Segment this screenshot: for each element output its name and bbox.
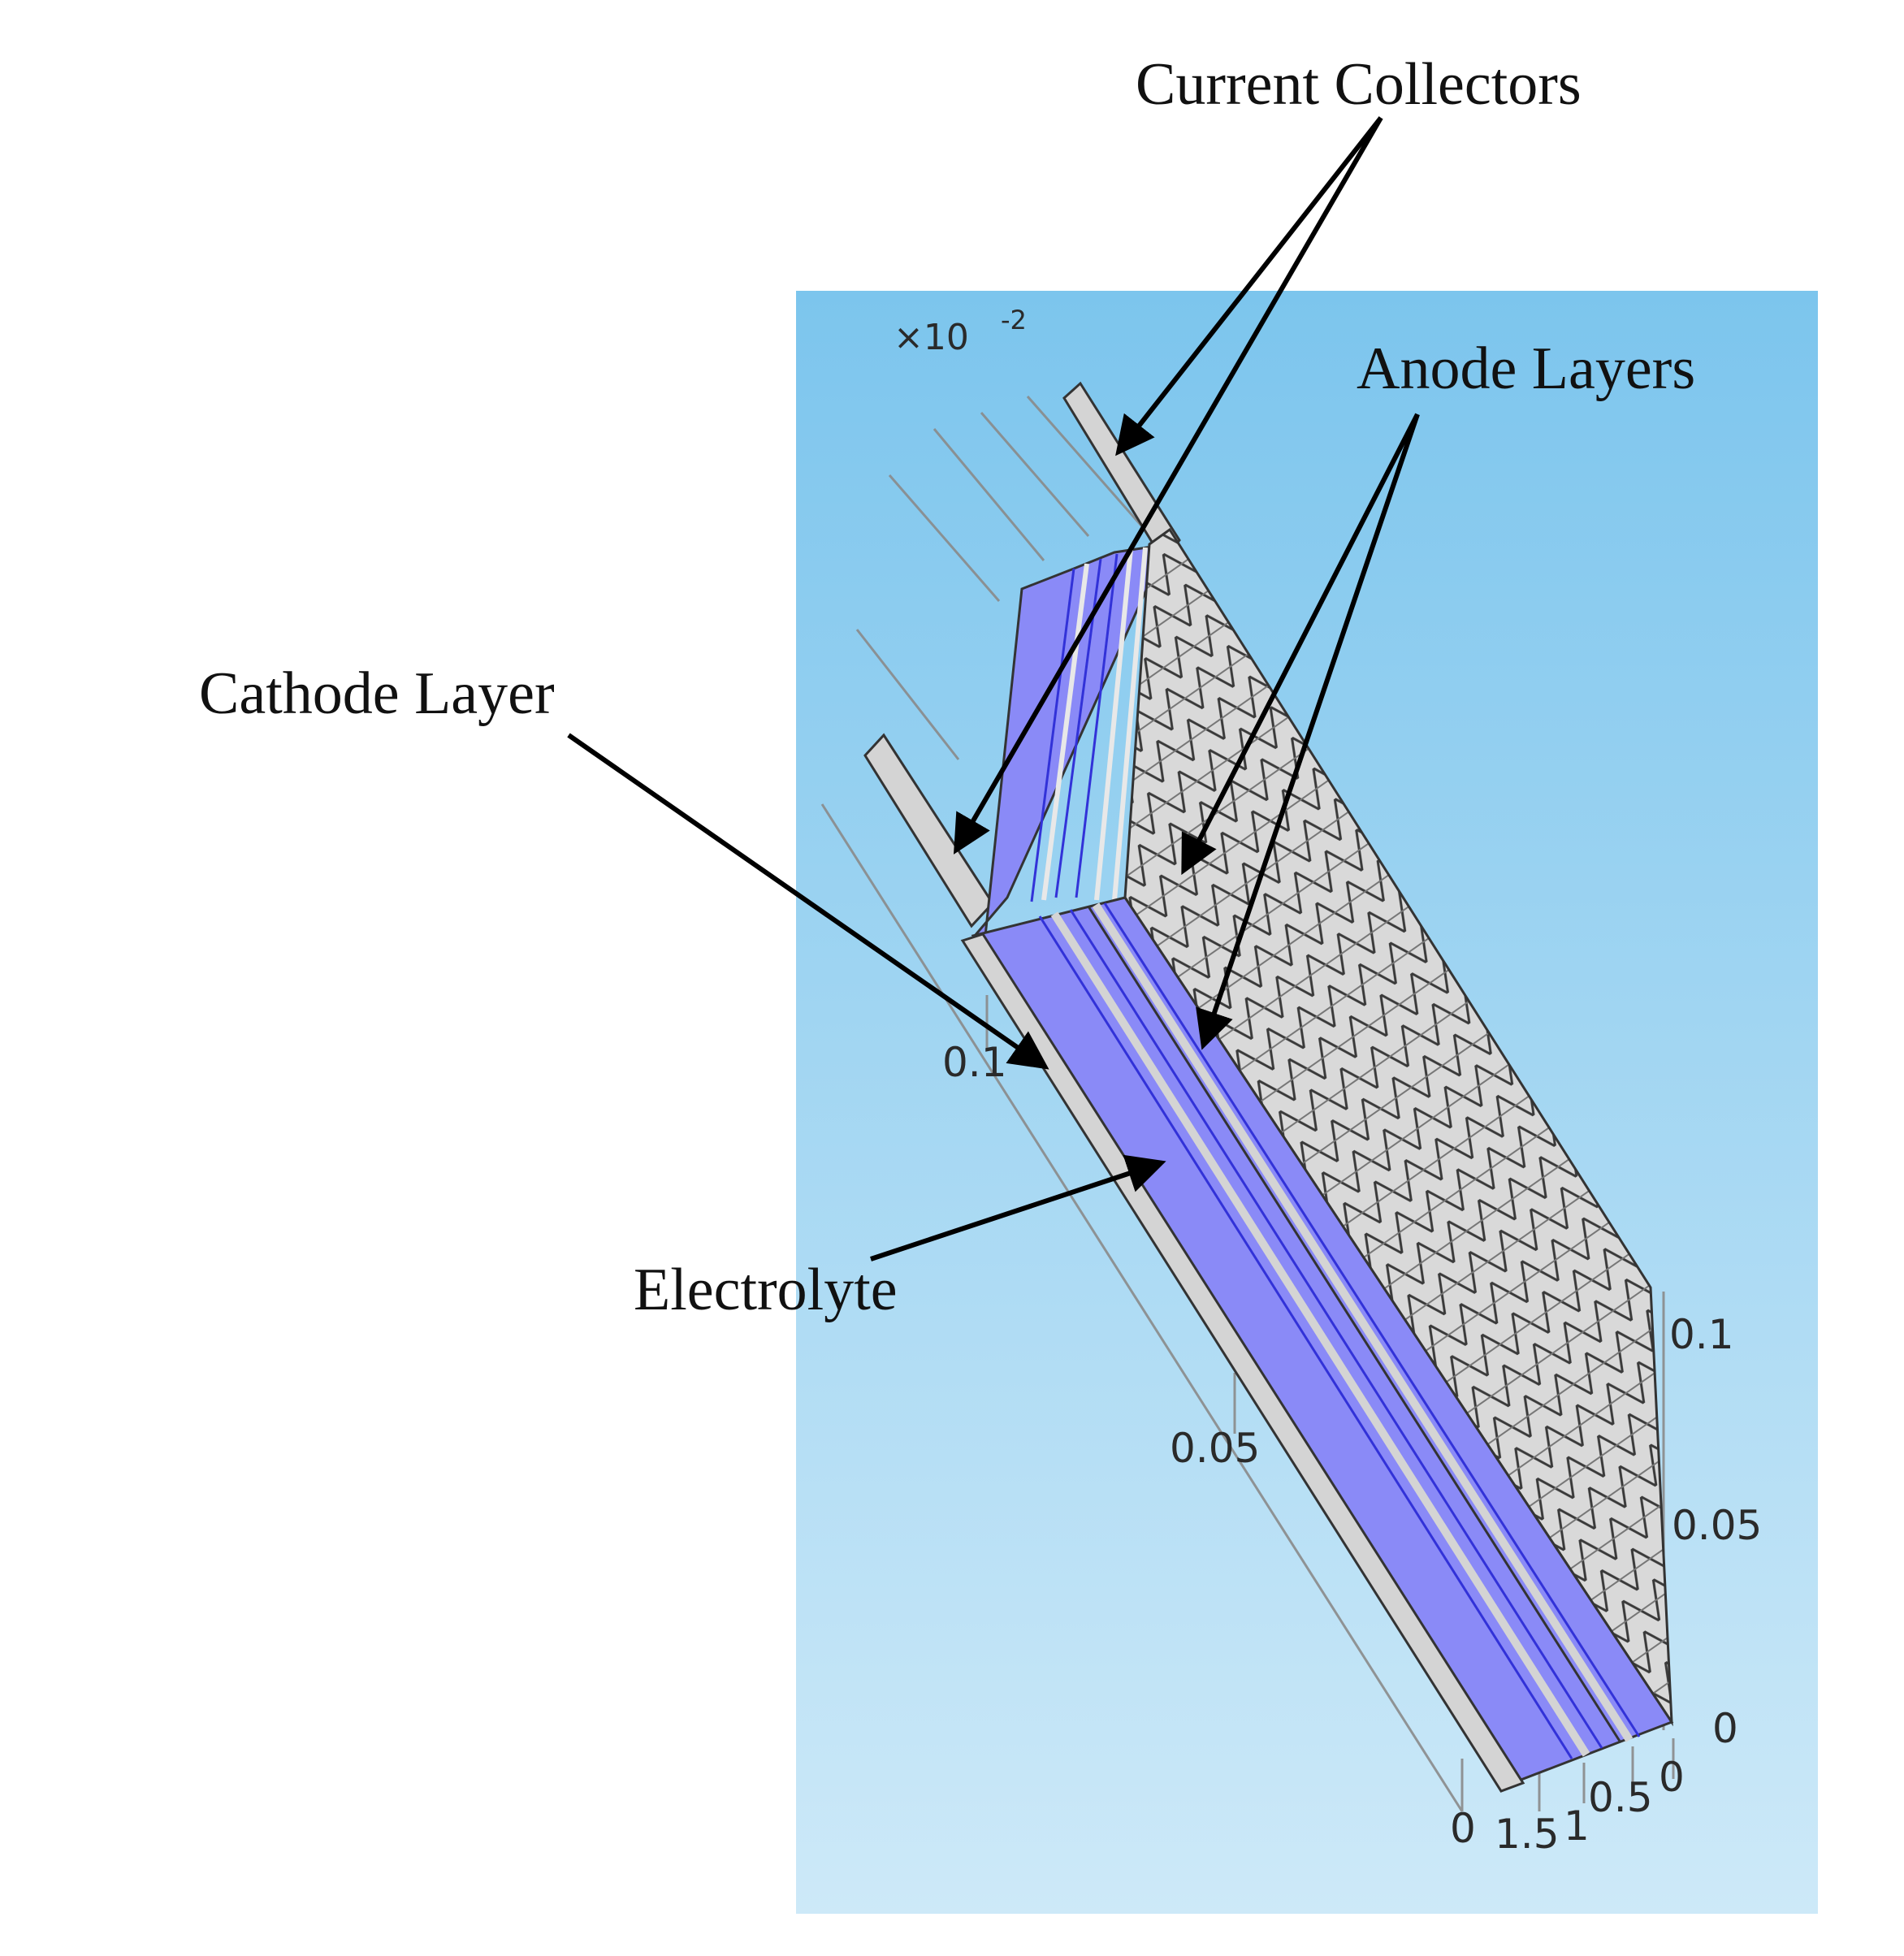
axis-exponent-power: -2 bbox=[1001, 305, 1027, 335]
height-tick-0-1: 0.1 bbox=[1669, 1311, 1734, 1358]
arrow-anode-lower bbox=[1196, 413, 1420, 1050]
arrow-collector-front bbox=[953, 116, 1383, 855]
height-tick-0: 0 bbox=[1712, 1705, 1738, 1752]
callout-arrows bbox=[567, 116, 1420, 1261]
anode-mesh-face bbox=[1123, 527, 1673, 1727]
depth-tick-0-1: 0.1 bbox=[942, 1039, 1007, 1086]
arrow-cathode bbox=[567, 733, 1049, 1070]
depth-tick-0: 0 bbox=[1450, 1805, 1476, 1852]
width-tick-0-5: 0.5 bbox=[1588, 1774, 1653, 1821]
width-tick-0: 0 bbox=[1659, 1754, 1685, 1801]
arrow-anode-upper bbox=[1181, 413, 1420, 876]
label-current-collectors: Current Collectors bbox=[1136, 51, 1582, 118]
front-face-layer-lines bbox=[1038, 902, 1641, 1759]
depth-tick-0-05: 0.05 bbox=[1170, 1425, 1260, 1472]
label-cathode-layer: Cathode Layer bbox=[199, 660, 555, 727]
label-electrolyte: Electrolyte bbox=[634, 1257, 898, 1323]
axis-exponent: ×10 bbox=[894, 317, 969, 358]
cathode-collector-strip bbox=[960, 933, 1525, 1793]
label-anode-layers: Anode Layers bbox=[1357, 335, 1695, 402]
arrow-collector-back bbox=[1115, 116, 1383, 457]
arrow-electrolyte bbox=[870, 1154, 1166, 1261]
height-tick-0-05: 0.05 bbox=[1672, 1502, 1762, 1549]
width-tick-1: 1 bbox=[1564, 1802, 1590, 1850]
width-tick-1-5: 1.5 bbox=[1495, 1811, 1560, 1858]
